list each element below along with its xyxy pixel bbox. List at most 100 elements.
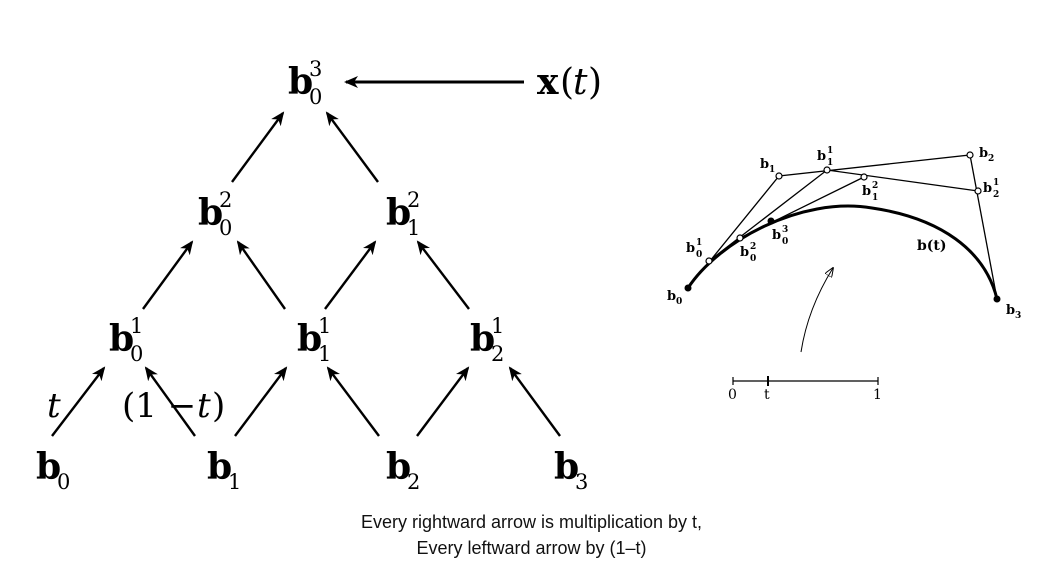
caption-line-2: Every leftward arrow by (1–t) bbox=[416, 538, 647, 558]
point-b0-2 bbox=[736, 234, 744, 242]
node-subscript: 1 bbox=[318, 342, 331, 366]
arrow-b1-2-to-b0-3 bbox=[325, 111, 379, 183]
axis-label-t: t bbox=[764, 387, 770, 403]
axis-label-end: 1 bbox=[873, 387, 882, 403]
label-base: b bbox=[817, 149, 826, 164]
edge-label-close: ) bbox=[212, 386, 225, 426]
node-subscript: 2 bbox=[407, 470, 420, 494]
node-base: b bbox=[554, 446, 579, 488]
node-base: b bbox=[297, 318, 322, 360]
point-b1 bbox=[775, 172, 783, 180]
node-base: b bbox=[470, 318, 495, 360]
label-subscript: 1 bbox=[872, 193, 878, 203]
label-b2: b 2 bbox=[979, 146, 994, 164]
label-base: b bbox=[862, 184, 871, 199]
point-b2-1 bbox=[974, 187, 982, 195]
label-b3: b 3 bbox=[1006, 303, 1021, 321]
node-b0-2: b 2 0 bbox=[198, 188, 232, 240]
node-subscript: 0 bbox=[57, 470, 70, 494]
arrow-b1-to-b1-1 bbox=[234, 366, 288, 437]
arrow-b3-to-b2-1 bbox=[508, 366, 561, 437]
label-b0-1: b 1 0 bbox=[686, 238, 702, 260]
label-subscript: 3 bbox=[1015, 311, 1021, 321]
edge-label-one-minus-t: (1 − t ) bbox=[122, 386, 225, 426]
label-b1-1: b 1 1 bbox=[817, 146, 833, 168]
node-base: b bbox=[288, 61, 313, 103]
arrow-b0-to-b0-1 bbox=[51, 366, 106, 437]
parameter-mapping-arrow bbox=[800, 268, 833, 353]
output-close-paren: ) bbox=[588, 62, 602, 103]
node-subscript: 1 bbox=[407, 216, 420, 240]
node-b2-1: b 1 2 bbox=[470, 314, 504, 366]
point-b3 bbox=[993, 295, 1001, 303]
arrow-b2-to-b1-1 bbox=[326, 366, 380, 437]
control-polygon bbox=[687, 154, 998, 300]
arrow-b0-2-to-b0-3 bbox=[231, 111, 285, 183]
label-b0-3: b 3 0 bbox=[772, 225, 788, 247]
label-subscript: 2 bbox=[988, 154, 994, 164]
node-b1: b 1 bbox=[207, 446, 241, 494]
label-subscript: 2 bbox=[993, 190, 999, 200]
arrow-b0-1-to-b0-2 bbox=[142, 240, 194, 310]
label-base: b bbox=[760, 157, 769, 172]
label-subscript: 0 bbox=[750, 254, 756, 264]
bezier-curve-figure: b 0 b 1 b 2 b 3 b 1 0 b 1 bbox=[667, 146, 1021, 403]
output-base: x bbox=[537, 61, 559, 103]
node-subscript: 0 bbox=[309, 85, 322, 109]
label-subscript: 0 bbox=[696, 250, 702, 260]
node-b3: b 3 bbox=[554, 446, 588, 494]
label-curve: b(t) bbox=[917, 238, 947, 254]
arrow-b1-1-to-b0-2 bbox=[236, 240, 286, 310]
node-subscript: 0 bbox=[130, 342, 143, 366]
point-b0-3 bbox=[767, 217, 775, 225]
label-superscript: 1 bbox=[993, 178, 999, 188]
node-subscript: 3 bbox=[575, 470, 588, 494]
casteljau-triangle: b 3 0 x ( t ) b 2 0 b 2 1 b 1 0 bbox=[36, 57, 602, 494]
label-base: b bbox=[667, 289, 676, 304]
label-superscript: 3 bbox=[782, 225, 788, 235]
node-superscript: 2 bbox=[219, 188, 232, 212]
label-superscript: 1 bbox=[827, 146, 833, 156]
label-superscript: 2 bbox=[750, 242, 756, 252]
arrow-b1-to-b0-1 bbox=[144, 366, 196, 437]
node-superscript: 1 bbox=[130, 314, 143, 338]
node-base: b bbox=[386, 192, 411, 234]
node-subscript: 1 bbox=[228, 470, 241, 494]
edge-label-t: t bbox=[47, 386, 61, 426]
point-b1-2 bbox=[860, 173, 868, 181]
label-subscript: 1 bbox=[827, 158, 833, 168]
label-base: b bbox=[979, 146, 988, 161]
bezier-curve bbox=[686, 204, 999, 300]
label-base: b bbox=[983, 181, 992, 196]
node-base: b bbox=[198, 192, 223, 234]
label-base: b bbox=[772, 228, 781, 243]
label-superscript: 1 bbox=[696, 238, 702, 248]
label-subscript: 1 bbox=[769, 165, 775, 175]
node-b0: b 0 bbox=[36, 446, 70, 494]
node-superscript: 1 bbox=[318, 314, 331, 338]
node-b1-1: b 1 1 bbox=[297, 314, 331, 366]
point-b2 bbox=[966, 151, 974, 159]
label-superscript: 2 bbox=[872, 181, 878, 191]
output-x-of-t: x ( t ) bbox=[537, 61, 602, 103]
node-base: b bbox=[109, 318, 134, 360]
node-subscript: 0 bbox=[219, 216, 232, 240]
node-b1-2: b 2 1 bbox=[386, 188, 420, 240]
label-base: b bbox=[1006, 303, 1015, 318]
node-b0-3: b 3 0 bbox=[288, 57, 322, 109]
node-subscript: 2 bbox=[491, 342, 504, 366]
label-subscript: 0 bbox=[676, 297, 682, 307]
node-superscript: 3 bbox=[309, 57, 322, 81]
arrow-b2-1-to-b1-2 bbox=[416, 240, 470, 310]
node-base: b bbox=[207, 446, 232, 488]
axis-label-start: 0 bbox=[728, 387, 737, 403]
node-superscript: 1 bbox=[491, 314, 504, 338]
label-subscript: 0 bbox=[782, 237, 788, 247]
edge-label-prefix: (1 − bbox=[122, 386, 196, 426]
output-variable: t bbox=[573, 62, 588, 103]
output-open-paren: ( bbox=[560, 62, 574, 103]
node-base: b bbox=[36, 446, 61, 488]
caption-line-1: Every rightward arrow is multiplication … bbox=[360, 512, 703, 532]
label-b1: b 1 bbox=[760, 157, 775, 175]
